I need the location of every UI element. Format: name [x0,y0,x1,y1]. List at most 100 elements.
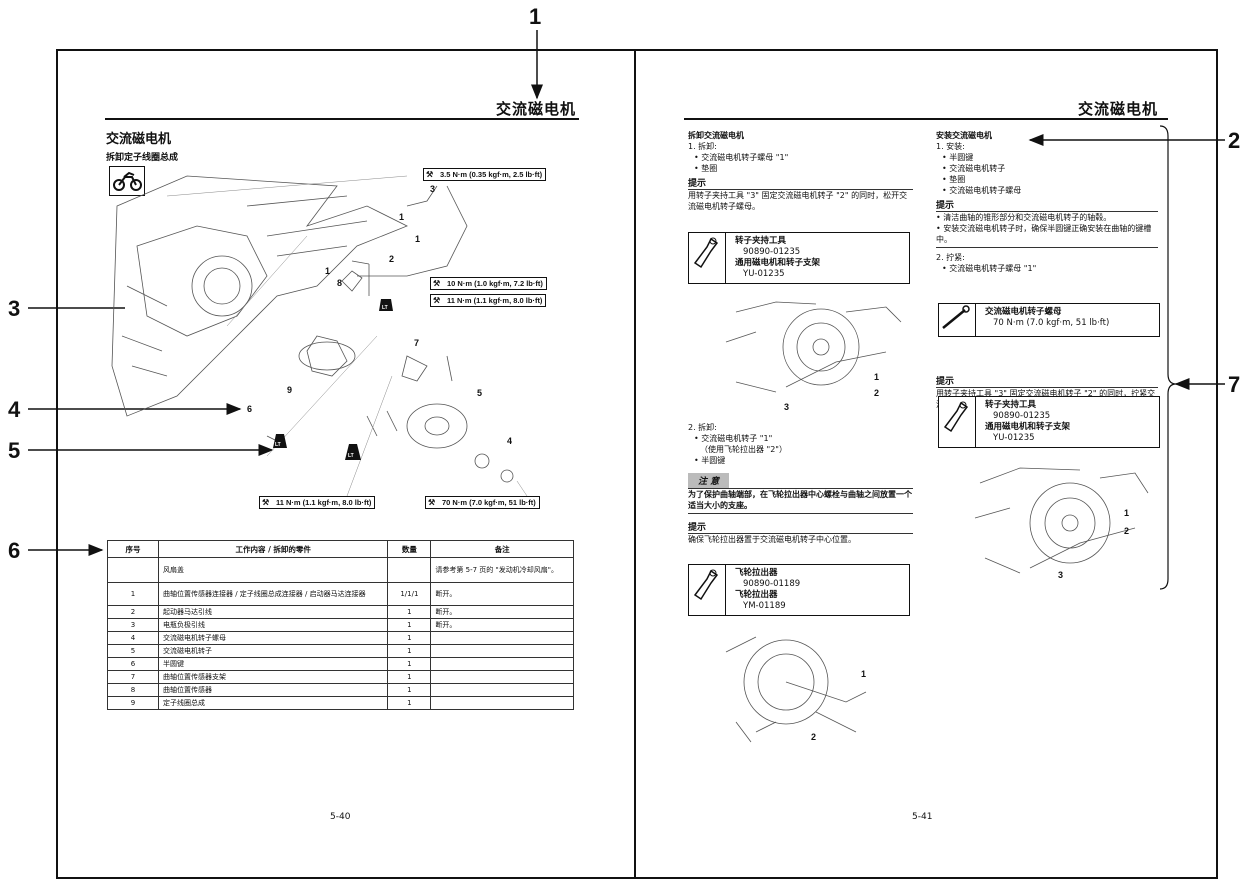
diagram-label: 2 [389,254,394,264]
torque-70: ⚒70 N·m (7.0 kgf·m, 51 lb·ft) [425,496,540,509]
right-page-number: 5-41 [912,812,933,822]
col2-step1-item: • 垫圈 [942,175,966,184]
col2-fig-label: 1 [1124,508,1129,518]
col2-tool-line: 转子夹持工具 [985,400,1037,410]
tool2-line: 90890-01189 [743,579,801,589]
lt-label: LT [382,305,388,311]
col1-figure1: 1 2 3 [725,301,902,412]
fig2-label: 2 [811,732,816,742]
torque-10: ⚒10 N·m (1.0 kgf·m, 7.2 lb·ft) [430,277,547,290]
diagram-label: 1 [415,234,420,244]
col1-tool2-box: 飞轮拉出器 90890-01189 飞轮拉出器 YM-01189 [688,564,910,616]
flywheel-puller-icon [689,565,726,615]
col1-step2-item: • 交流磁电机转子 "1" [694,434,773,443]
left-page-number: 5-40 [330,812,351,822]
left-header-rule [105,118,579,120]
header-qty: 数量 [387,540,432,558]
col2-step2: 2. 拧紧: [936,253,965,262]
table-header-row: 序号 工作内容 / 拆卸的零件 数量 备注 [107,540,574,558]
callout-7: 7 [1228,372,1241,397]
col2-note-item: • 清洁曲轴的锥形部分和交流磁电机转子的轴毂。 [936,213,1112,222]
fig1-label: 2 [874,388,879,398]
col2-step1-item: • 交流磁电机转子 [942,164,1006,173]
right-header-title: 交流磁电机 [1078,100,1159,118]
motorcycle-icon [109,166,145,196]
right-col2: 安装交流磁电机 1. 安装: • 半圆键 • 交流磁电机转子 • 垫圈 • 交流… [936,130,1158,274]
wrench-icon: ⚒ [262,498,270,507]
page-divider [634,49,636,879]
col1-figure2: 1 2 [725,636,867,743]
torque-11-a: ⚒11 N·m (1.1 kgf·m, 8.0 lb·ft) [430,294,547,307]
right-col1: 拆卸交流磁电机 1. 拆卸: • 交流磁电机转子螺母 "1" • 垫圈 提示 用… [688,130,913,212]
col1-step1-item: • 交流磁电机转子螺母 "1" [694,153,789,162]
col1-note2-text: 确保飞轮拉出器置于交流磁电机转子中心位置。 [688,535,856,544]
wrench-icon: ⚒ [426,170,434,179]
diagram-label: 5 [477,388,482,398]
col2-step1-item: • 交流磁电机转子螺母 [942,186,1022,195]
left-header-title: 交流磁电机 [496,100,577,118]
wrench-icon: ⚒ [433,296,441,305]
lt-marker [273,434,287,448]
col2-tool-line: YU-01235 [993,433,1035,443]
diagram-label: 8 [337,278,342,288]
diagram-label: 6 [247,404,252,414]
diagram-label: 1 [399,212,404,222]
col1-step2-item: • 半圆键 [694,456,726,465]
lt-marker [379,299,393,311]
col1-step1: 1. 拆卸: [688,142,717,151]
col2-note-head: 提示 [936,198,1158,212]
col2-title: 安装交流磁电机 [936,131,992,140]
col2-step2-item: • 交流磁电机转子螺母 "1" [942,264,1037,273]
col2-fig-label: 3 [1058,570,1063,580]
tool2-line: 飞轮拉出器 [735,590,778,600]
col2-step1: 1. 安装: [936,142,965,151]
diagram-label: 9 [287,385,292,395]
diagram-label: 3 [430,184,435,194]
col1-note-head: 提示 [688,176,913,190]
callout-2: 2 [1228,128,1241,153]
tool1-line: 转子夹持工具 [735,236,787,246]
lt-marker [345,444,361,460]
fig2-label: 1 [861,669,866,679]
left-section-title: 交流磁电机 [106,132,172,147]
parts-table: 序号 工作内容 / 拆卸的零件 数量 备注 风扇盖请参考第 5-7 页的 "发动… [107,540,574,710]
col2-torque-box: 交流磁电机转子螺母 70 N·m (7.0 kgf·m, 51 lb·ft) [938,303,1160,337]
right-col1-part2: 2. 拆卸: • 交流磁电机转子 "1" （使用飞轮拉出器 "2"） • 半圆键… [688,422,913,545]
callout-6: 6 [8,538,21,563]
col1-step2-item: （使用飞轮拉出器 "2"） [700,445,787,454]
fig1-label: 3 [784,402,789,412]
callout-1: 1 [529,4,542,29]
header-note: 备注 [430,540,574,558]
rotor-holder-icon [939,397,976,447]
col2-tool-line: 90890-01235 [993,411,1051,421]
wrench-icon: ⚒ [428,498,436,507]
torque-wrench-icon [939,304,976,336]
left-subsection: 拆卸定子线圈总成 [106,153,179,163]
col1-note2-head: 提示 [688,520,913,534]
right-header-rule [684,118,1168,120]
col2-tool-box: 转子夹持工具 90890-01235 通用磁电机和转子支架 YU-01235 [938,396,1160,448]
col2-step1-item: • 半圆键 [942,153,974,162]
col2-figure: 1 2 3 [974,467,1149,580]
col1-step1-item: • 垫圈 [694,164,718,173]
fig1-label: 1 [874,372,879,382]
col1-tool1-box: 转子夹持工具 90890-01235 通用磁电机和转子支架 YU-01235 [688,232,910,284]
header-no: 序号 [107,540,159,558]
tool2-line: YM-01189 [743,601,786,611]
col2-fig-label: 2 [1124,526,1129,536]
exploded-diagram: 3 1 1 2 1 8 7 5 6 9 4 LT LT LT [111,175,528,496]
tool1-line: 90890-01235 [743,247,801,257]
callout-4: 4 [8,397,21,422]
diagram-label: 7 [414,338,419,348]
tool2-line: 飞轮拉出器 [735,568,778,578]
col1-step2: 2. 拆卸: [688,423,717,432]
lt-label: LT [275,442,281,448]
tool1-line: 通用磁电机和转子支架 [735,258,821,268]
table-row: 风扇盖请参考第 5-7 页的 "发动机冷却风扇"。 [107,557,574,583]
